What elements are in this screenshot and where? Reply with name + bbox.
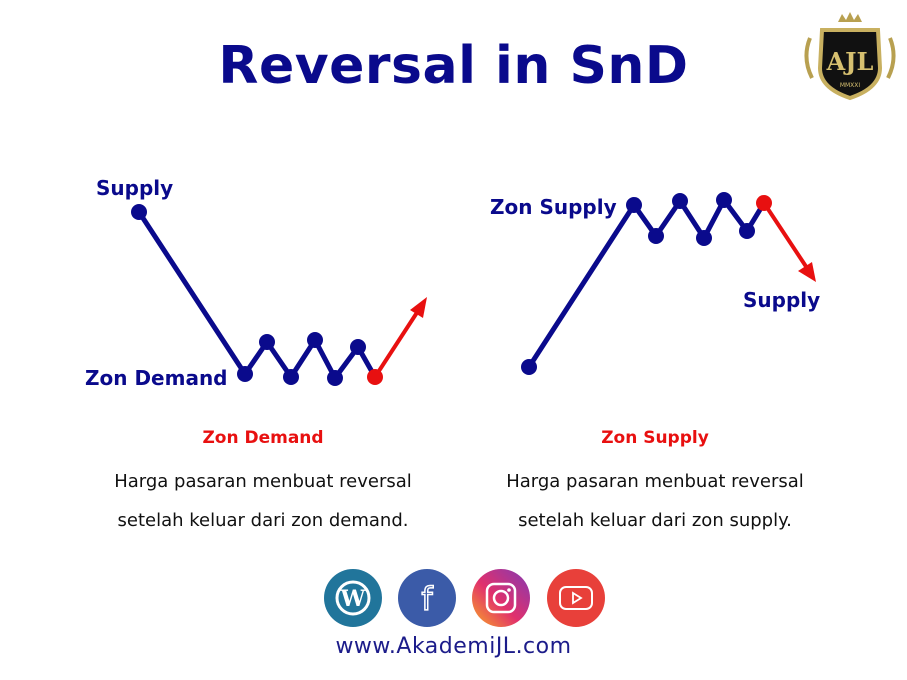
page-title: Reversal in SnD [218,36,689,96]
svg-text:W: W [340,586,366,612]
diagram-canvas [131,192,816,386]
caption-line: Harga pasaran menbuat reversal [506,471,804,492]
left-diagram [131,204,427,386]
caption-title: Zon Demand [202,428,324,448]
website-link[interactable]: www.AkademiJL.com [335,634,572,659]
label-zon-demand: Zon Demand [85,366,228,390]
reversal-point [756,195,772,211]
ajl-logo: AJL MMXXI [800,8,900,103]
instagram-icon[interactable] [472,569,530,627]
facebook-icon[interactable]: f [398,569,456,627]
caption-title: Zon Supply [601,428,709,448]
caption-line: setelah keluar dari zon supply. [518,510,792,531]
youtube-icon[interactable] [547,569,605,627]
svg-text:MMXXI: MMXXI [840,82,861,89]
svg-text:AJL: AJL [826,47,874,76]
caption-line: setelah keluar dari zon demand. [117,510,409,531]
price-points [131,204,366,386]
supply-price-line [526,197,767,369]
price-points [521,192,755,375]
caption-left: Zon Demand Harga pasaran menbuat reversa… [73,428,453,540]
reversal-point [367,369,383,385]
label-supply-right: Supply [743,288,821,312]
right-diagram [521,192,816,375]
demand-price-line [136,210,378,381]
svg-text:f: f [421,580,433,618]
label-zon-supply: Zon Supply [490,195,617,219]
caption-line: Harga pasaran menbuat reversal [114,471,412,492]
wordpress-icon[interactable]: W [324,569,382,627]
reversal-down-arrow [762,201,809,270]
reversal-up-arrow [373,309,420,379]
caption-right: Zon Supply Harga pasaran menbuat reversa… [465,428,845,540]
label-supply-left: Supply [96,176,174,200]
